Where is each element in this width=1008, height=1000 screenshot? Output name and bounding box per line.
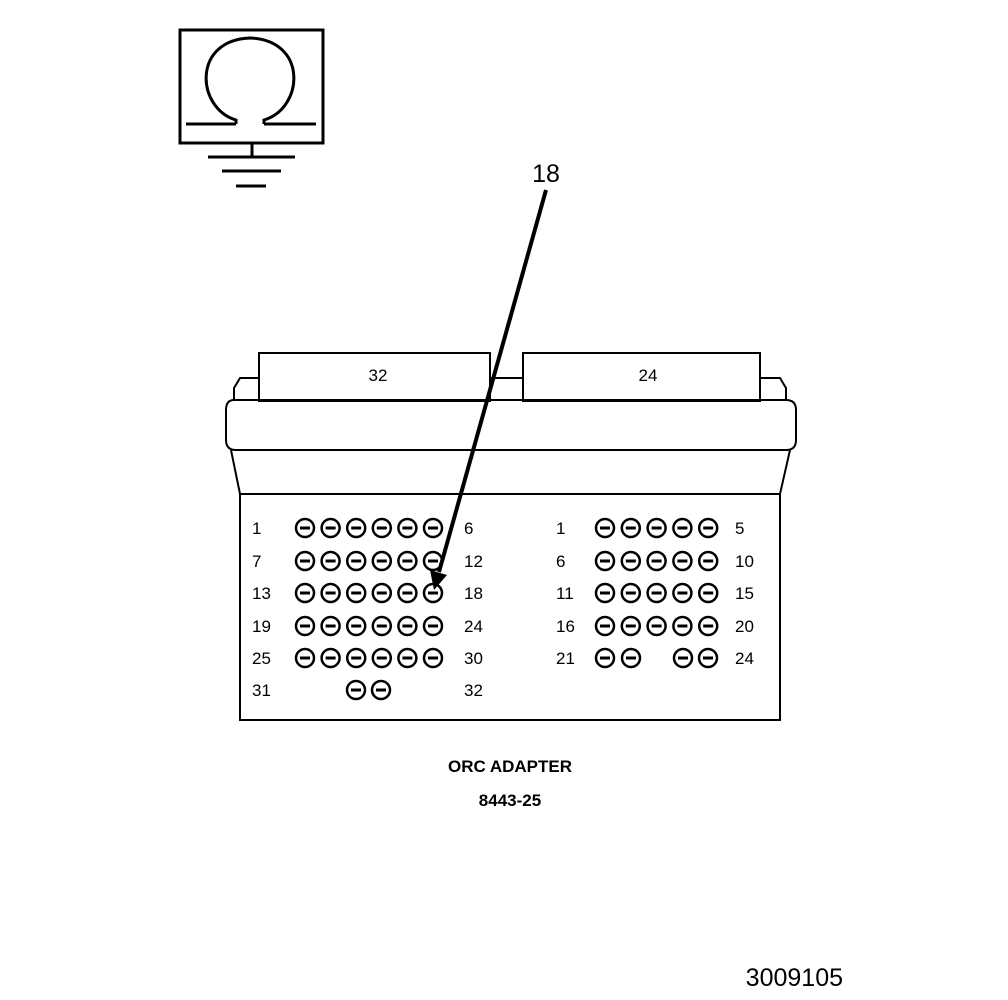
pin-contact	[320, 550, 341, 572]
pin-contact	[646, 550, 667, 572]
pin-contact	[620, 550, 642, 572]
pin-row-end-label: 10	[735, 552, 754, 571]
pin-row-end-label: 5	[735, 519, 744, 538]
pin-row-start-label: 13	[252, 584, 271, 603]
pin-contact	[594, 615, 616, 637]
pin-row-start-label: 16	[556, 617, 575, 636]
pin-contact	[345, 550, 367, 572]
pin-contact	[397, 647, 418, 669]
pin-row-start-label: 1	[252, 519, 261, 538]
pin-contact	[320, 615, 341, 637]
pin-contact	[422, 517, 444, 539]
pin-row-start-label: 11	[556, 584, 574, 603]
pin-contact	[697, 550, 719, 572]
pin-row-start-label: 21	[556, 649, 575, 668]
pin-contact	[697, 647, 719, 669]
pin-contact	[294, 517, 316, 539]
pin-contact	[294, 647, 316, 669]
pin-contact	[371, 550, 393, 572]
pin-contact	[672, 517, 693, 539]
pin-contact	[697, 615, 719, 637]
right-connector-tab-label: 24	[639, 366, 658, 385]
pin-contact	[320, 517, 341, 539]
pin-contact	[371, 517, 393, 539]
ohmmeter-ground-icon	[178, 28, 325, 188]
pin-row-start-label: 6	[556, 552, 565, 571]
pin-contact	[345, 647, 367, 669]
pin-contact	[672, 647, 694, 669]
adapter-body	[225, 352, 797, 721]
pin-contact	[422, 647, 444, 669]
pin-contact	[294, 615, 316, 637]
pin-contact	[594, 517, 616, 539]
pin-row-start-label: 19	[252, 617, 271, 636]
pin-row-end-label: 6	[464, 519, 473, 538]
pin-contact	[620, 517, 642, 539]
pin-row-start-label: 25	[252, 649, 271, 668]
pin-contact	[422, 615, 444, 637]
pin-contact	[620, 647, 642, 669]
pin-row-end-label: 15	[735, 584, 754, 603]
pin-row-start-label: 1	[556, 519, 565, 538]
pin-contact	[422, 550, 444, 572]
pin-contact	[422, 582, 444, 604]
pin-contact	[371, 647, 393, 669]
pin-contact	[594, 647, 616, 669]
pin-contact	[646, 582, 667, 604]
pin-contact	[397, 582, 418, 604]
pin-row-end-label: 18	[464, 584, 483, 603]
pin-contact	[397, 517, 418, 539]
pin-row-end-label: 24	[735, 649, 754, 668]
pin-contact	[371, 615, 393, 637]
left-connector-tab-label: 32	[369, 366, 388, 385]
pin-row-end-label: 24	[464, 617, 483, 636]
pin-row-end-label: 12	[464, 552, 483, 571]
pin-contact	[620, 615, 642, 637]
left-connector-pin-grid: 1 6 7 12 13 18 19 24 25 30 31 32	[252, 517, 483, 701]
pin-row-start-label: 31	[252, 681, 271, 700]
pin-contact	[294, 582, 316, 604]
pin-contact	[371, 582, 393, 604]
pin-row-end-label: 32	[464, 681, 483, 700]
pin-contact	[672, 582, 693, 604]
pin-contact	[397, 615, 418, 637]
pin-contact	[294, 550, 316, 572]
pin-contact	[646, 615, 667, 637]
pin-row-start-label: 7	[252, 552, 261, 571]
pin-contact	[697, 517, 719, 539]
figure-id: 3009105	[746, 964, 843, 992]
pin-contact	[345, 615, 367, 637]
pin-contact	[370, 679, 392, 701]
pin-contact	[397, 550, 418, 572]
pin-contact	[672, 615, 693, 637]
adapter-title: ORC ADAPTER	[448, 757, 572, 776]
pin-contact	[320, 582, 341, 604]
callout-label: 18	[532, 160, 560, 188]
pin-contact	[594, 550, 616, 572]
pin-contact	[345, 582, 367, 604]
pin-contact	[320, 647, 341, 669]
pin-contact	[646, 517, 667, 539]
pin-contact	[672, 550, 693, 572]
pin-row-end-label: 30	[464, 649, 483, 668]
adapter-part-number: 8443-25	[479, 791, 541, 810]
pin-contact	[697, 582, 719, 604]
pin-contact	[594, 582, 616, 604]
pin-contact	[345, 679, 367, 701]
callout-arrow	[430, 189, 548, 590]
pin-contact	[620, 582, 642, 604]
pin-contact	[345, 517, 367, 539]
pin-row-end-label: 20	[735, 617, 754, 636]
